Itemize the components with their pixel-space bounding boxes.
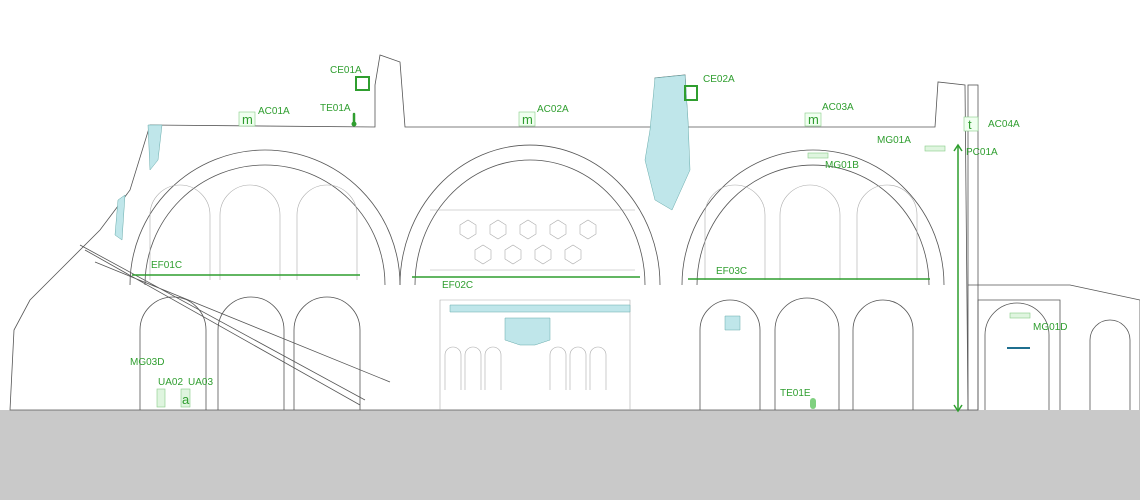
label-ef03c: EF03C — [716, 266, 747, 277]
damage-areas — [114, 74, 741, 346]
ac04a-symbol: t — [968, 117, 972, 132]
ac03a-symbol: m — [808, 112, 819, 127]
label-te01a: TE01A — [320, 103, 351, 114]
label-ua03: UA03 — [188, 377, 213, 388]
label-ac02a: AC02A — [537, 104, 569, 115]
label-ac03a: AC03A — [822, 102, 854, 113]
label-mg01b: MG01B — [825, 160, 859, 171]
ground — [0, 410, 1140, 500]
label-ac04a: AC04A — [988, 119, 1020, 130]
label-ce02a: CE02A — [703, 74, 735, 85]
ac04a-box — [963, 116, 979, 132]
label-pc01a: PC01A — [966, 147, 998, 158]
ce01a-marker — [355, 76, 370, 91]
wall-structure — [9, 54, 1140, 411]
annotations: CE01A AC01A m TE01A AC02A m CE02A AC03A … — [130, 65, 1067, 413]
label-ce01a: CE01A — [330, 65, 362, 76]
ac02a-symbol: m — [522, 112, 533, 127]
label-mg01d: MG01D — [1033, 322, 1067, 333]
ce02a-marker — [684, 85, 698, 101]
label-mg03d: MG03D — [130, 357, 164, 368]
ac03a-box — [804, 112, 822, 127]
ac01a-box — [238, 111, 256, 127]
label-ef02c: EF02C — [442, 280, 473, 291]
label-ua02: UA02 — [158, 377, 183, 388]
label-ef01c: EF01C — [151, 260, 182, 271]
te01e-marker — [810, 398, 816, 409]
ac01a-symbol: m — [242, 112, 253, 127]
label-ac01a: AC01A — [258, 106, 290, 117]
ac02a-box — [518, 111, 536, 127]
label-te01e: TE01E — [780, 388, 811, 399]
label-mg01a: MG01A — [877, 135, 911, 146]
ua03-symbol: a — [182, 392, 190, 407]
